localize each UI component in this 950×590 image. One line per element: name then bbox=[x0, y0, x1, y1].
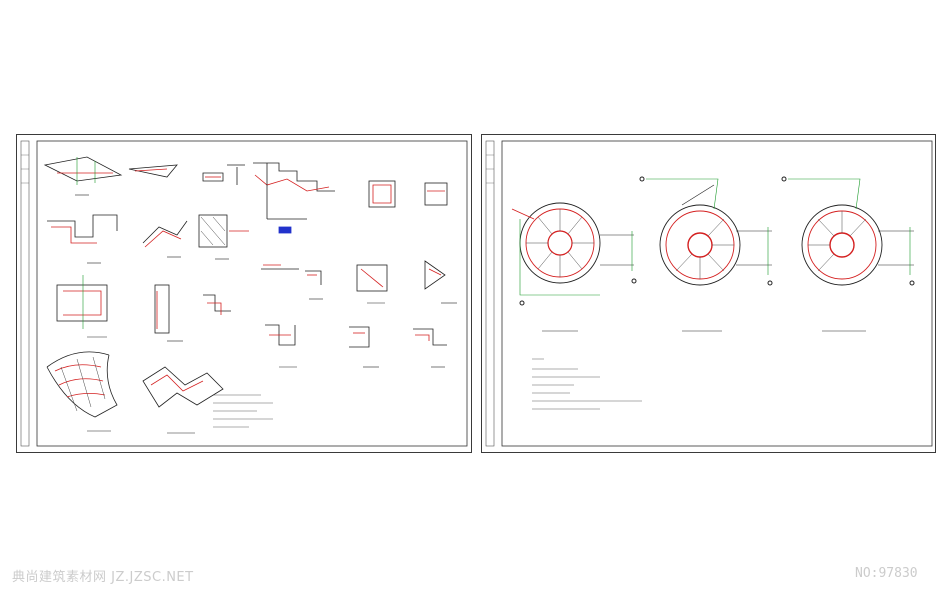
drawing-sheet-spiral-stair-plans bbox=[481, 134, 936, 453]
spiral-stair-plan-3 bbox=[781, 176, 915, 332]
watermark-item-number: NO:97830 bbox=[855, 566, 918, 581]
spiral-stair-plan-2 bbox=[639, 176, 773, 332]
watermark-site-name: 典尚建筑素材网 JZ.JZSC.NET bbox=[12, 570, 194, 585]
spiral-stair-plan-1 bbox=[511, 202, 637, 332]
drawing-sheet-reinforcement-details bbox=[16, 134, 472, 453]
general-notes bbox=[532, 358, 642, 410]
spiral-stair-plans-drawing bbox=[485, 140, 933, 447]
reinforcement-details-drawing bbox=[20, 140, 468, 447]
